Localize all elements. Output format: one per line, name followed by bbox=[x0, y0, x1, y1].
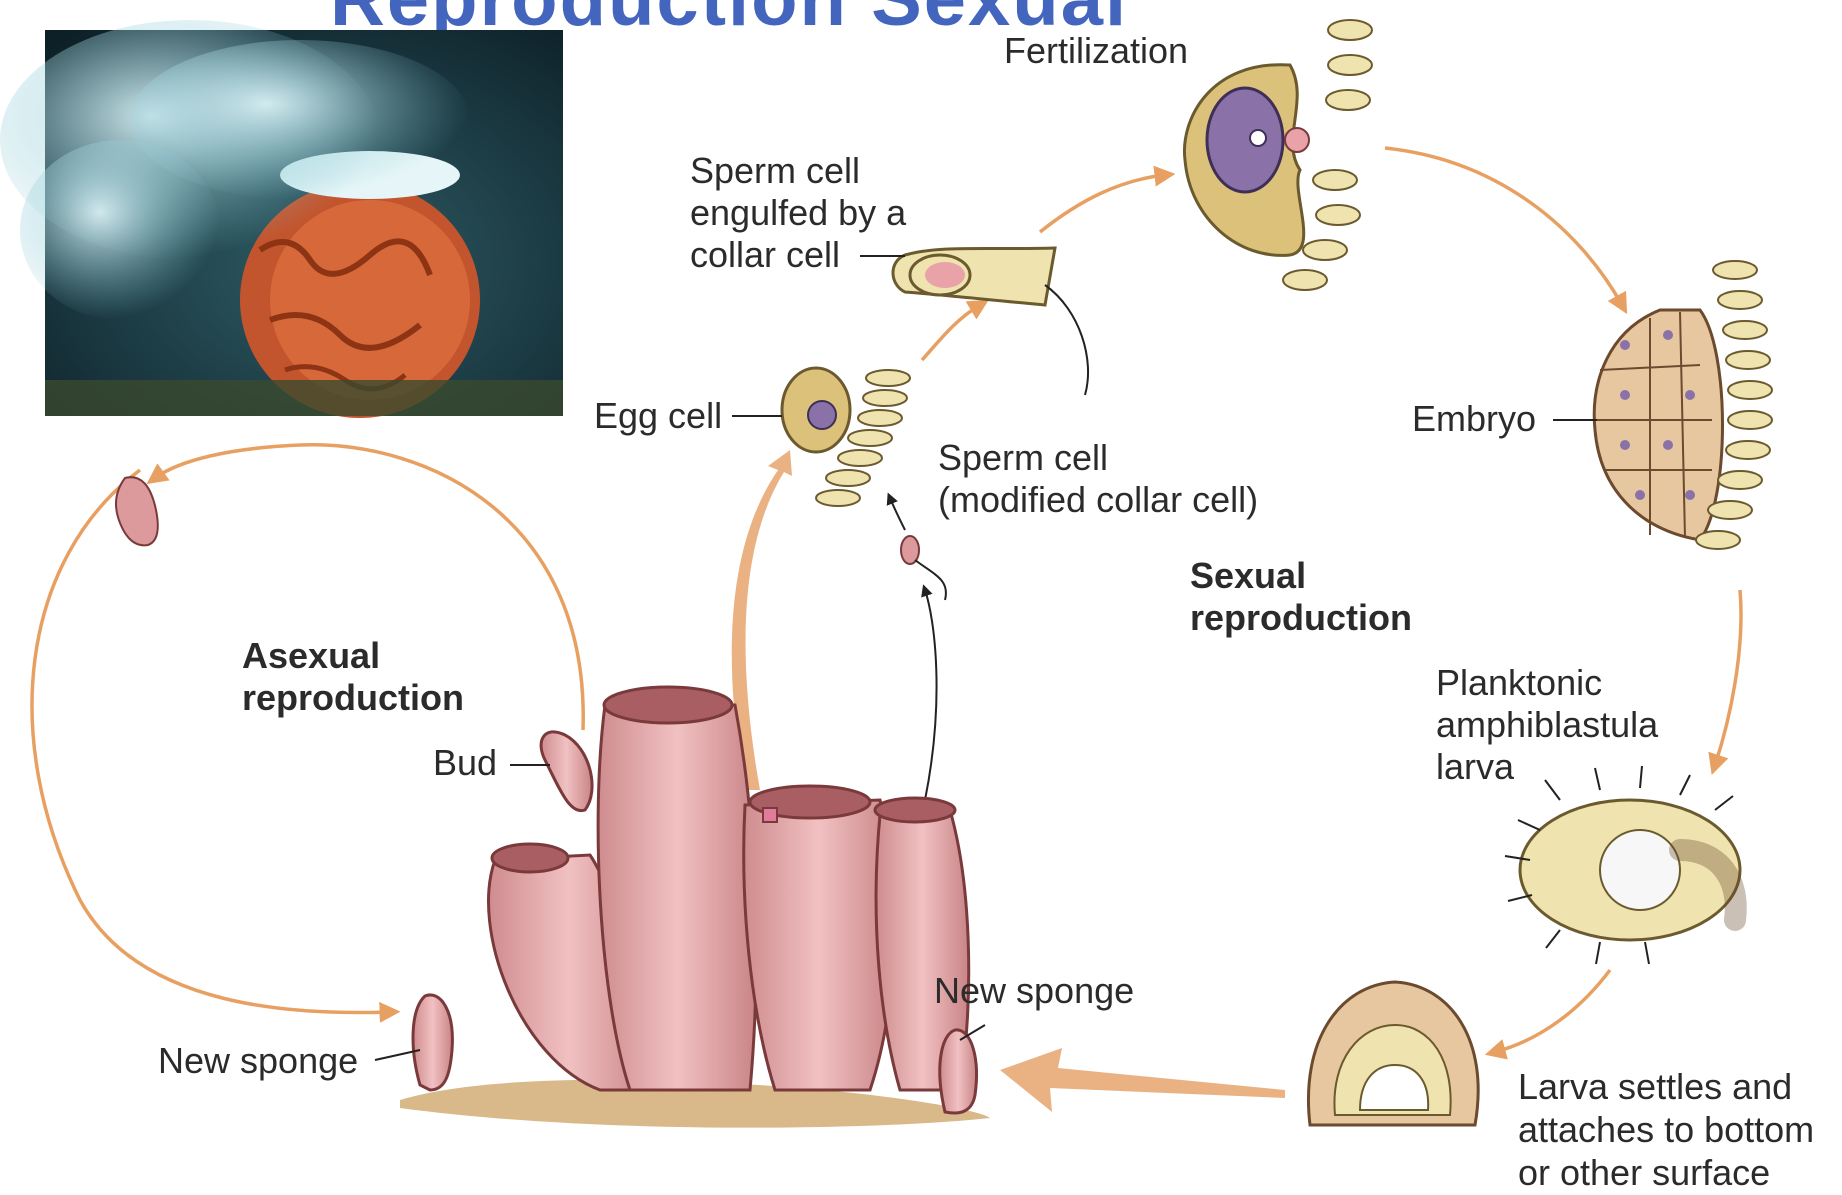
label-bud: Bud bbox=[433, 742, 497, 784]
settled-larva-icon bbox=[1308, 982, 1478, 1125]
sponge-photo bbox=[0, 20, 563, 418]
label-sperm-engulfed-line3: collar cell bbox=[690, 234, 840, 276]
label-fertilization: Fertilization bbox=[1004, 30, 1188, 72]
arrow-to-settled-larva bbox=[1495, 970, 1610, 1052]
new-sponge-left-icon bbox=[413, 995, 452, 1090]
label-sexual-line1: Sexual bbox=[1190, 555, 1306, 597]
bud-icon bbox=[541, 732, 592, 811]
label-planktonic-line1: Planktonic bbox=[1436, 662, 1602, 704]
label-sexual-line2: reproduction bbox=[1190, 597, 1412, 639]
new-sponge-right-icon bbox=[940, 1030, 977, 1113]
adult-sponge-cluster bbox=[489, 687, 969, 1090]
label-sperm-cell-line2: (modified collar cell) bbox=[938, 479, 1258, 521]
bud-fragment-icon bbox=[116, 477, 158, 545]
label-asexual-line2: reproduction bbox=[242, 677, 464, 719]
wedge-arrow-to-new-sponge bbox=[1000, 1048, 1285, 1112]
label-embryo: Embryo bbox=[1412, 398, 1536, 440]
label-new-sponge-left: New sponge bbox=[158, 1040, 358, 1082]
arrow-to-fertilization bbox=[1040, 175, 1165, 232]
arrow-to-free-sperm bbox=[925, 590, 937, 800]
collar-cell-engulfing-sperm-icon bbox=[893, 248, 1088, 395]
label-new-sponge-right: New sponge bbox=[934, 970, 1134, 1012]
label-asexual-line1: Asexual bbox=[242, 635, 380, 677]
label-sperm-cell-line1: Sperm cell bbox=[938, 437, 1108, 479]
amphiblastula-larva-icon bbox=[1505, 766, 1740, 964]
label-planktonic-line3: larva bbox=[1436, 746, 1514, 788]
fertilization-icon bbox=[1184, 20, 1372, 290]
arrow-sperm-to-egg bbox=[890, 498, 905, 530]
label-egg-cell: Egg cell bbox=[594, 395, 722, 437]
label-sperm-engulfed-line1: Sperm cell bbox=[690, 150, 860, 192]
arrow-to-larva bbox=[1715, 590, 1741, 765]
arrow-to-embryo bbox=[1385, 148, 1622, 305]
label-larva-settles-line3: or other surface bbox=[1518, 1152, 1770, 1194]
label-sperm-engulfed-line2: engulfed by a bbox=[690, 192, 906, 234]
label-larva-settles-line2: attaches to bottom bbox=[1518, 1109, 1814, 1151]
label-larva-settles-line1: Larva settles and bbox=[1518, 1066, 1792, 1108]
label-planktonic-line2: amphiblastula bbox=[1436, 704, 1658, 746]
asexual-arrow-fragment-to-new-sponge bbox=[32, 470, 390, 1013]
arrow-to-engulfed bbox=[922, 305, 980, 360]
